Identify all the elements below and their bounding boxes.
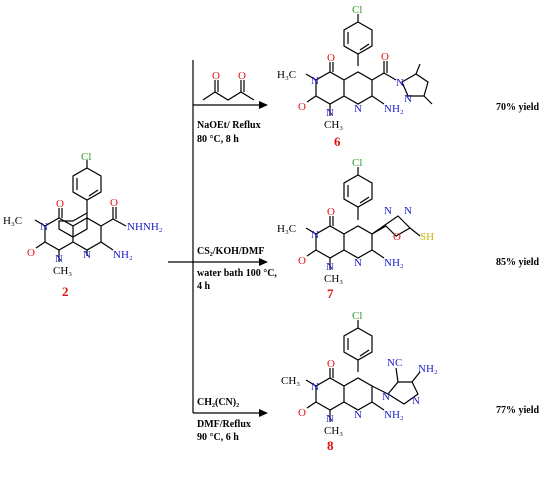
c7-h3c: H₃C: [277, 223, 296, 235]
compound-8: Cl CH₃ N O O N CH₃ N NC NH₂ N N NH₂ 8: [281, 310, 438, 453]
yield-8: 77% yield: [496, 405, 539, 416]
acac-o1: O: [212, 70, 220, 82]
c6-ch3: CH₃: [324, 119, 343, 131]
reaction-arrows: [168, 60, 268, 417]
cond-8-line2: 90 °C, 6 h: [197, 432, 239, 443]
c8-nh2: NH₂: [384, 409, 404, 421]
c7-sh: SH: [420, 231, 434, 243]
c6-npy: N: [354, 103, 362, 115]
c2-amide-o: O: [110, 197, 118, 209]
c6-pz-n1: N: [396, 77, 404, 89]
c7-ch3: CH₃: [324, 273, 343, 285]
c8-pz-n2: N: [412, 395, 420, 407]
c8-n1: N: [311, 381, 319, 393]
cond-8-line1: DMF/Reflux: [197, 419, 251, 430]
c6-o2: O: [298, 101, 306, 113]
c6-o1: O: [327, 52, 335, 64]
c7-ox-o: O: [393, 231, 401, 243]
c7-npy: N: [354, 257, 362, 269]
c6-n2: N: [326, 107, 334, 119]
compound-number-6: 6: [334, 134, 341, 149]
c6-pz-n2: N: [404, 93, 412, 105]
compound-number-2: 2: [62, 284, 69, 299]
acac-o2: O: [238, 70, 246, 82]
c8-ch3-top: CH₃: [281, 375, 300, 387]
c7-ox-n1: N: [384, 205, 392, 217]
c7-n1: N: [311, 229, 319, 241]
c6-cl: Cl: [352, 4, 362, 16]
cond-6-line1: NaOEt/ Reflux: [197, 120, 261, 131]
compound-2: Cl H₃C N O O N CH₃ N O NHNH₂ NH₂ 2: [3, 151, 163, 299]
c7-nh2: NH₂: [384, 257, 404, 269]
acetylacetone-structure: O O: [202, 70, 255, 101]
yield-7: 85% yield: [496, 257, 539, 268]
c6-nh2: NH₂: [384, 103, 404, 115]
c8-pz-n1: N: [382, 391, 390, 403]
c8-npy: N: [354, 409, 362, 421]
c2-o2: O: [27, 247, 35, 259]
c2-cl: Cl: [81, 151, 91, 163]
c8-o2: O: [298, 407, 306, 419]
c8-cn: NC: [387, 357, 402, 369]
compound-number-7: 7: [327, 286, 334, 301]
cond-7-line2: 4 h: [197, 281, 211, 292]
c6-carbonyl-o: O: [381, 51, 389, 63]
c6-h3c: H₃C: [277, 69, 296, 81]
c8-n2: N: [326, 413, 334, 425]
compound-6: Cl H₃C N O O N CH₃ N O N N NH₂ 6: [277, 4, 433, 149]
cond-7-line1: water bath 100 °C,: [197, 268, 277, 279]
c7-o2: O: [298, 255, 306, 267]
yield-6: 70% yield: [496, 102, 539, 113]
cond-8-reagent: CH₂(CN)₂: [197, 397, 239, 408]
c8-ch3: CH₃: [324, 425, 343, 437]
c6-n1: N: [311, 75, 319, 87]
c2-nhnh2: NHNH₂: [127, 221, 163, 233]
c7-o1: O: [327, 206, 335, 218]
cond-7-reagent: CS₂/KOH/DMF: [197, 246, 264, 257]
c2-ch3: CH₃: [53, 265, 72, 277]
c2-nh2: NH₂: [113, 249, 133, 261]
c2-o1: O: [56, 198, 64, 210]
c7-cl: Cl: [352, 157, 362, 169]
c2-npy: N: [83, 249, 91, 261]
c8-nh2-pz: NH₂: [418, 363, 438, 375]
cond-6-line2: 80 °C, 8 h: [197, 134, 239, 145]
c2-n2: N: [55, 253, 63, 265]
compound-number-8: 8: [327, 438, 334, 453]
c2-h3c: H₃C: [3, 215, 22, 227]
c7-ox-n2: N: [404, 205, 412, 217]
c8-cl: Cl: [352, 310, 362, 322]
c7-n2: N: [326, 261, 334, 273]
c2-n1: N: [40, 221, 48, 233]
compound-7: Cl H₃C N O O N CH₃ N O N N SH NH₂ 7: [277, 157, 434, 301]
c8-o1: O: [327, 358, 335, 370]
